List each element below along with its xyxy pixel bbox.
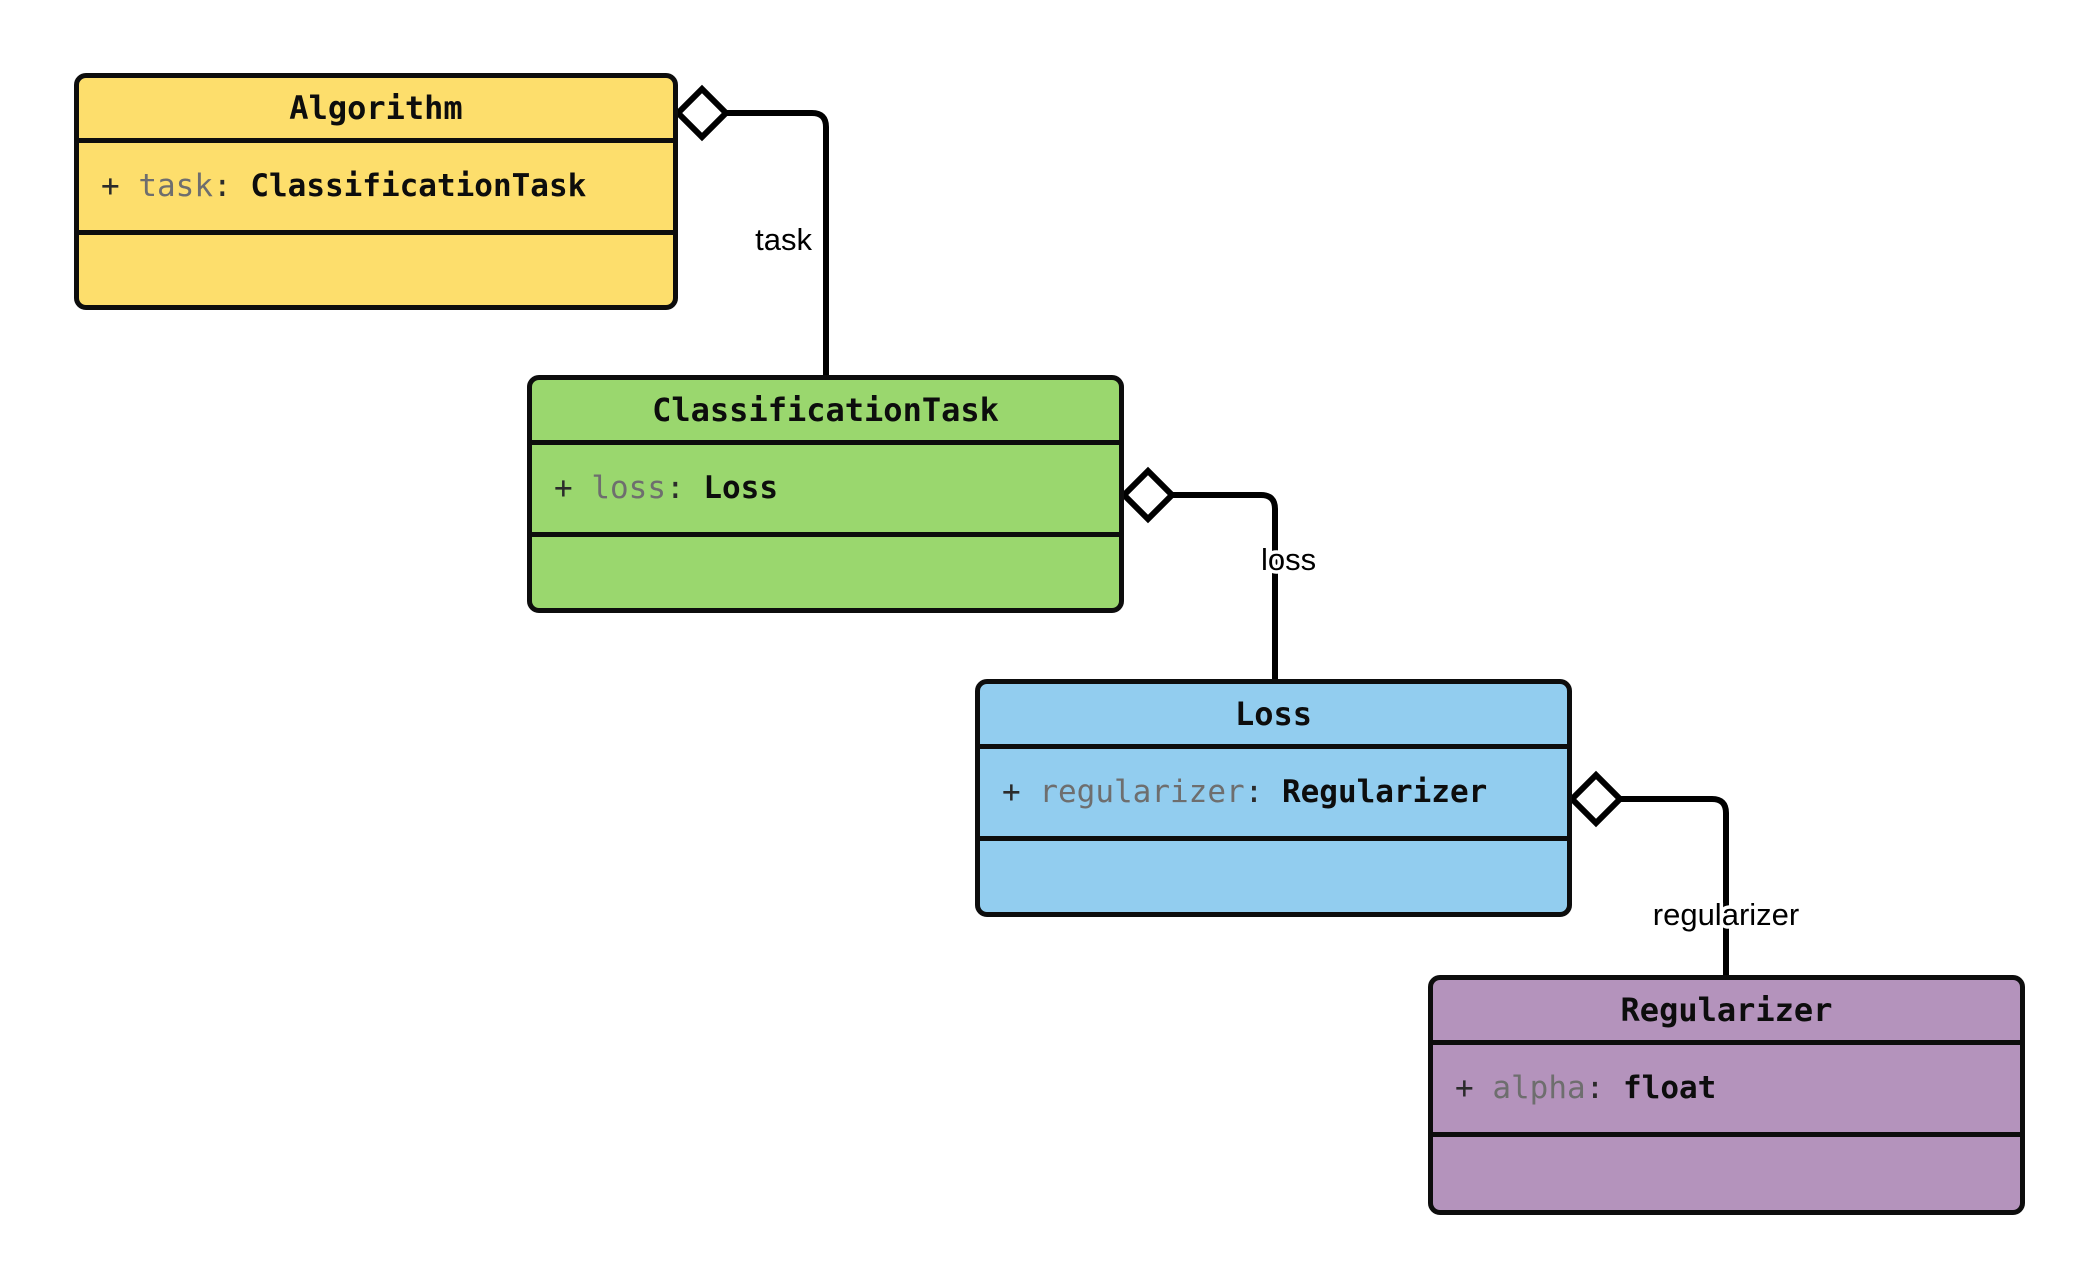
attribute-name: task [138, 167, 213, 204]
relation-loss-label: loss [1261, 542, 1316, 577]
relation-regularizer-label: regularizer [1653, 897, 1799, 932]
class-name-regularizer: Regularizer [1433, 980, 2020, 1045]
attribute-visibility: + [554, 469, 573, 506]
class-methods-algorithm [79, 235, 673, 305]
attribute-space [1474, 1070, 1493, 1106]
aggregation-diamond-icon [1119, 466, 1177, 524]
attribute-type: Loss [703, 469, 778, 506]
class-methods-classification-task [532, 537, 1119, 608]
attribute-separator: : [1244, 773, 1282, 810]
attribute-visibility: + [1002, 773, 1021, 810]
class-methods-loss [980, 841, 1567, 912]
relation-regularizer[interactable]: regularizer [1567, 770, 1803, 975]
attribute-row: + regularizer: Regularizer [1002, 773, 1567, 811]
class-name-loss: Loss [980, 684, 1567, 749]
class-methods-regularizer [1433, 1137, 2020, 1210]
class-box-loss[interactable]: Loss + regularizer: Regularizer [975, 679, 1572, 917]
relation-loss-line [1172, 492, 1278, 679]
class-box-algorithm[interactable]: Algorithm + task: ClassificationTask [74, 73, 678, 310]
attribute-separator: : [213, 167, 251, 204]
attribute-row: + loss: Loss [554, 469, 1119, 507]
attribute-type: Regularizer [1281, 773, 1488, 810]
attribute-separator: : [1585, 1069, 1623, 1106]
attribute-space [1021, 774, 1040, 810]
attribute-space [573, 470, 592, 506]
attribute-name: alpha [1492, 1069, 1586, 1106]
class-attributes-algorithm: + task: ClassificationTask [79, 143, 673, 235]
class-attributes-classification-task: + loss: Loss [532, 445, 1119, 537]
class-box-classification-task[interactable]: ClassificationTask + loss: Loss [527, 375, 1124, 613]
attribute-separator: : [666, 469, 704, 506]
attribute-visibility: + [1455, 1069, 1474, 1106]
class-name-algorithm: Algorithm [79, 78, 673, 143]
attribute-row: + task: ClassificationTask [101, 167, 673, 205]
attribute-type: ClassificationTask [250, 167, 587, 204]
attribute-row: + alpha: float [1455, 1069, 2020, 1107]
attribute-name: regularizer [1039, 773, 1245, 810]
aggregation-diamond-icon [673, 84, 731, 142]
class-attributes-loss: + regularizer: Regularizer [980, 749, 1567, 841]
attribute-space [120, 168, 139, 204]
relation-loss[interactable]: loss [1119, 466, 1320, 679]
class-name-classification-task: ClassificationTask [532, 380, 1119, 445]
relation-regularizer-line [1620, 796, 1729, 975]
attribute-type: float [1623, 1069, 1717, 1106]
class-box-regularizer[interactable]: Regularizer + alpha: float [1428, 975, 2025, 1215]
attribute-visibility: + [101, 167, 120, 204]
class-attributes-regularizer: + alpha: float [1433, 1045, 2020, 1137]
relation-task-label: task [755, 222, 812, 257]
attribute-name: loss [591, 469, 666, 506]
relation-task[interactable]: task [673, 84, 829, 375]
aggregation-diamond-icon [1567, 770, 1625, 828]
relation-task-line [725, 110, 829, 375]
